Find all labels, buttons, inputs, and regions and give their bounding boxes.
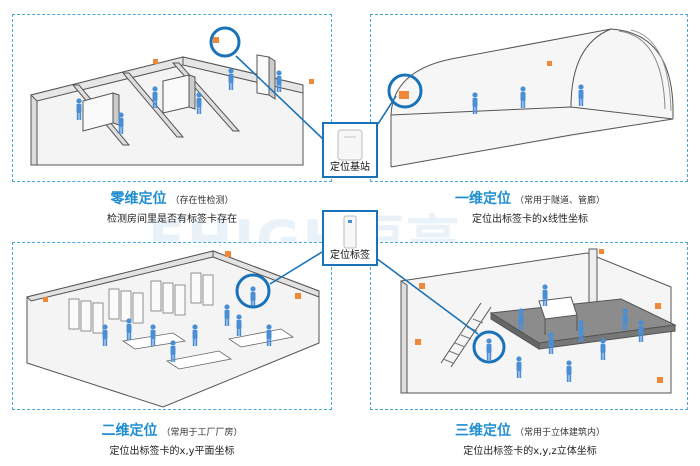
connector-tag-to-three-d (375, 257, 479, 335)
three-d-description: 定位出标签卡的x,y,z立体坐标 (463, 446, 597, 457)
tag-icon (343, 215, 357, 249)
connector-base-to-one-d (377, 95, 397, 125)
base-station-box: 定位基站 (322, 122, 378, 178)
connector-tag-to-two-d (269, 251, 323, 285)
two-d-title-main: 二维定位 (101, 423, 158, 439)
tag-box: 定位标签 (322, 210, 378, 266)
tag-label: 定位标签 (330, 250, 370, 261)
one-d-illustration (387, 28, 674, 168)
panel-one-d (370, 14, 688, 182)
one-d-title-sub: （常用于隧道、管廊） (514, 196, 605, 206)
base-station-icon (337, 129, 363, 161)
panel-zero-d (12, 14, 332, 182)
three-d-title-main: 三维定位 (454, 423, 511, 439)
connector-base-to-zero-d (235, 55, 325, 141)
panel-two-d (12, 242, 332, 410)
one-d-description: 定位出标签卡的x线性坐标 (472, 214, 588, 225)
zero-d-title-sub: （存在性检测） (170, 196, 234, 206)
one-d-title: 一维定位（常用于隧道、管廊） (372, 188, 688, 208)
zero-d-illustration (30, 26, 314, 166)
zero-d-description: 检测房间里是否有标签卡存在 (107, 214, 237, 225)
zero-d-title-main: 零维定位 (110, 191, 167, 207)
two-d-title-sub: （常用于工厂厂房） (161, 428, 243, 438)
three-d-title: 三维定位（常用于立体建筑内） (372, 420, 688, 440)
two-d-illustration (26, 250, 320, 408)
one-d-title-main: 一维定位 (454, 191, 511, 207)
two-d-description: 定位出标签卡的x,y平面坐标 (109, 446, 235, 457)
base-station-label: 定位基站 (330, 162, 370, 173)
three-d-illustration (400, 248, 677, 394)
panel-three-d (370, 242, 688, 410)
zero-d-title: 零维定位（存在性检测） (12, 188, 332, 208)
three-d-title-sub: （常用于立体建筑内） (514, 428, 605, 438)
two-d-title: 二维定位（常用于工厂厂房） (12, 420, 332, 440)
